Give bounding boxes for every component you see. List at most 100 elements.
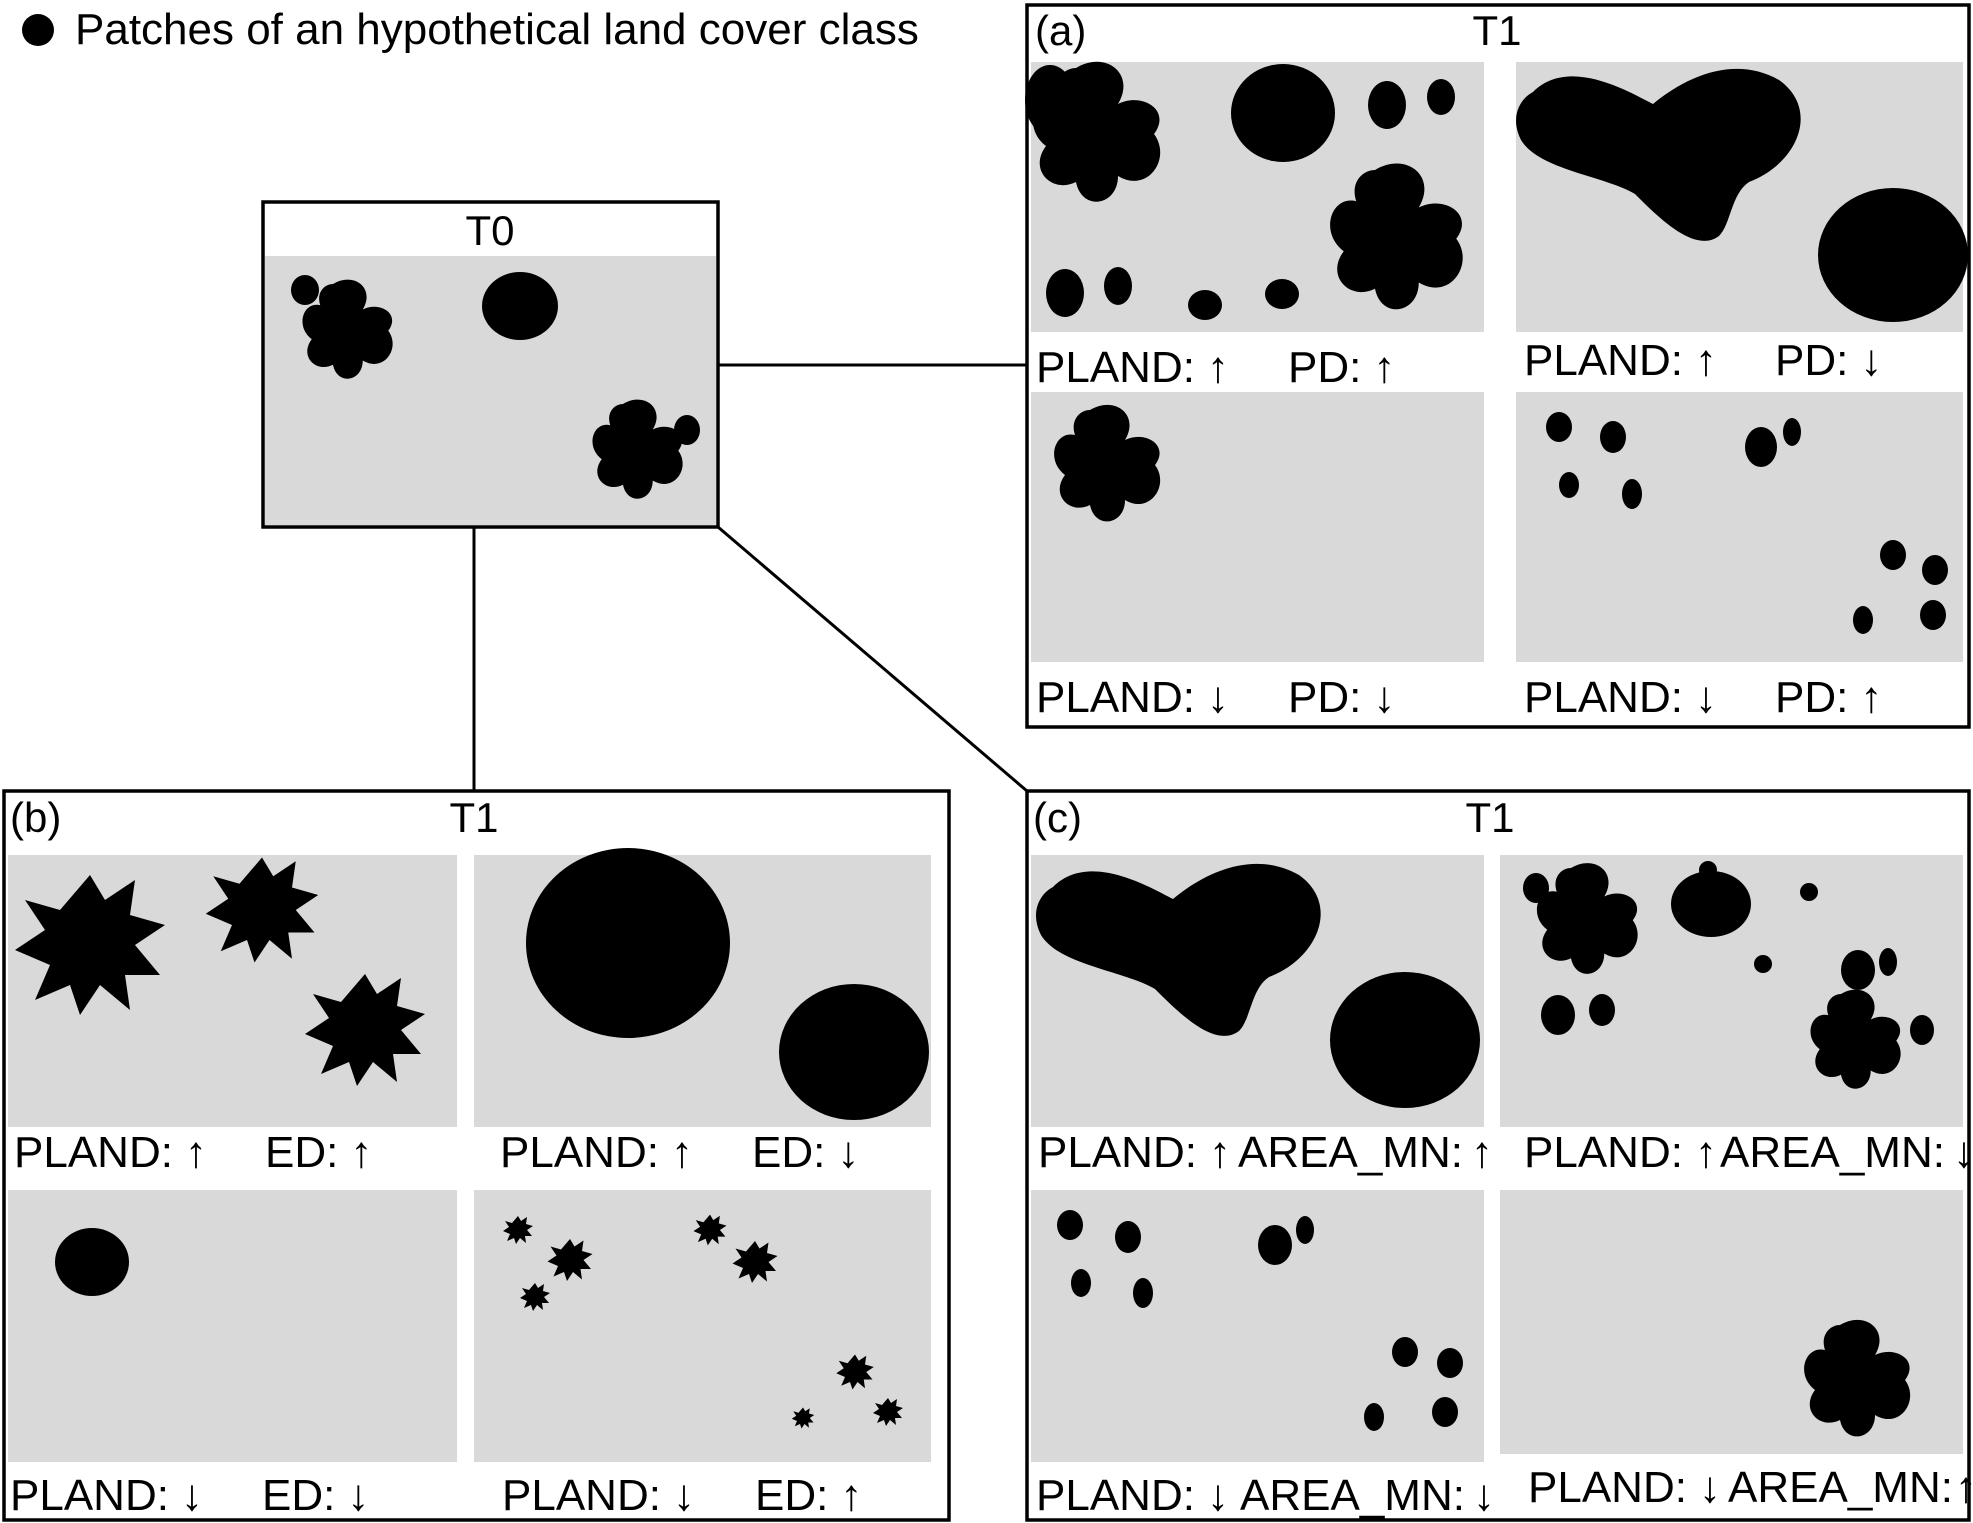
panel-b-title: T1 — [449, 794, 498, 841]
trend-arrow-icon: ↑ — [1695, 1128, 1717, 1177]
trend-arrow-icon: ↓ — [1207, 673, 1229, 722]
patch — [1841, 950, 1875, 990]
metric-label: ED: — [265, 1128, 338, 1177]
patch — [1880, 540, 1906, 570]
trend-arrow-icon: ↑ — [1207, 343, 1229, 392]
patch — [55, 1228, 129, 1296]
panel-a-map-4 — [1516, 392, 1963, 662]
patch — [1115, 1221, 1141, 1253]
trend-arrow-icon: ↓ — [837, 1128, 859, 1177]
svg-text:ED:↑: ED:↑ — [755, 1471, 862, 1520]
metric-label: ED: — [755, 1471, 828, 1520]
panel-b-map-3 — [8, 1190, 457, 1462]
patch — [1559, 472, 1579, 498]
patch — [1699, 861, 1717, 879]
trend-arrow-icon: ↓ — [1953, 1128, 1973, 1177]
patch — [1432, 1397, 1458, 1427]
patch — [1818, 188, 1968, 322]
patch — [1392, 1337, 1418, 1367]
legend-text: Patches of an hypothetical land cover cl… — [75, 5, 919, 54]
trend-arrow-icon: ↑ — [1955, 1463, 1973, 1512]
patch — [1589, 994, 1615, 1026]
metric-label: AREA_MN: — [1720, 1128, 1945, 1177]
patch — [1922, 555, 1948, 585]
pland-label: PLAND: — [1524, 1128, 1683, 1177]
metric-label: ED: — [262, 1471, 335, 1520]
trend-arrow-icon: ↓ — [1373, 673, 1395, 722]
pland-label: PLAND: — [1038, 1128, 1197, 1177]
metric-label: AREA_MN: — [1240, 1471, 1465, 1520]
patch — [1025, 65, 1075, 135]
svg-text:PD:↑: PD:↑ — [1775, 673, 1882, 722]
trend-arrow-icon: ↑ — [1373, 343, 1395, 392]
patch — [1057, 1210, 1083, 1240]
trend-arrow-icon: ↓ — [1207, 1471, 1229, 1520]
svg-text:PLAND:↓: PLAND:↓ — [1528, 1463, 1721, 1512]
trend-arrow-icon: ↓ — [1860, 336, 1882, 385]
svg-text:PLAND:↑: PLAND:↑ — [1524, 336, 1717, 385]
patch — [1296, 1216, 1314, 1244]
patch — [1523, 873, 1549, 903]
panel-b-letter: (b) — [10, 794, 61, 841]
svg-text:PD:↓: PD:↓ — [1288, 673, 1395, 722]
patch — [1046, 269, 1084, 317]
panel-c: (c) T1 PLAND:↑ AREA_MN:↑ PLAND:↑ AREA_MN… — [1025, 789, 1973, 1522]
patch — [291, 275, 319, 305]
trend-arrow-icon: ↑ — [671, 1128, 693, 1177]
panel-c-map-3 — [1031, 1190, 1484, 1462]
metric-label: AREA_MN: — [1238, 1128, 1463, 1177]
svg-text:PLAND:↑: PLAND:↑ — [1524, 1128, 1717, 1177]
pland-label: PLAND: — [1036, 673, 1195, 722]
metric-label: PD: — [1288, 343, 1361, 392]
svg-text:PLAND:↓: PLAND:↓ — [10, 1471, 203, 1520]
patch — [674, 415, 700, 445]
svg-text:ED:↓: ED:↓ — [752, 1128, 859, 1177]
patch — [1754, 955, 1772, 973]
patch — [1671, 871, 1751, 937]
trend-arrow-icon: ↓ — [1695, 673, 1717, 722]
pland-label: PLAND: — [500, 1128, 659, 1177]
svg-text:AREA_MN:↑: AREA_MN:↑ — [1728, 1463, 1973, 1512]
patch — [1600, 421, 1626, 453]
panel-a-title: T1 — [1472, 7, 1521, 54]
patch — [1258, 1225, 1292, 1265]
pland-label: PLAND: — [1524, 336, 1683, 385]
patch — [1330, 972, 1480, 1108]
t0-title: T0 — [465, 207, 514, 254]
patch — [1622, 479, 1642, 509]
connector-t0-to-c — [717, 525, 1028, 793]
trend-arrow-icon: ↑ — [1209, 1128, 1231, 1177]
patch — [1541, 995, 1575, 1035]
patch — [779, 984, 929, 1120]
pland-label: PLAND: — [1036, 343, 1195, 392]
svg-text:PLAND:↑: PLAND:↑ — [1036, 343, 1229, 392]
panel-a: (a) T1 PLAND:↑ PD:↑ PLAND:↑ PD:↓ PLAND:↓… — [1025, 3, 1971, 729]
metric-label: PD: — [1775, 673, 1848, 722]
svg-text:PLAND:↑: PLAND:↑ — [1038, 1128, 1231, 1177]
trend-arrow-icon: ↑ — [350, 1128, 372, 1177]
panel-c-title: T1 — [1465, 794, 1514, 841]
svg-text:PLAND:↓: PLAND:↓ — [1524, 673, 1717, 722]
patch — [1265, 279, 1299, 309]
metric-label: PD: — [1775, 336, 1848, 385]
panel-b: (b) T1 PLAND:↑ ED:↑ PLAND:↑ ED:↓ PLAND:↓… — [2, 789, 951, 1522]
patch — [1546, 412, 1572, 442]
pland-label: PLAND: — [1036, 1471, 1195, 1520]
svg-text:ED:↑: ED:↑ — [265, 1128, 372, 1177]
patch — [1104, 267, 1132, 305]
patch — [1800, 883, 1818, 901]
patch — [526, 848, 730, 1038]
svg-text:ED:↓: ED:↓ — [262, 1471, 369, 1520]
svg-text:PD:↓: PD:↓ — [1775, 336, 1882, 385]
patch — [1368, 81, 1406, 129]
pland-label: PLAND: — [1524, 673, 1683, 722]
metric-label: AREA_MN: — [1728, 1463, 1953, 1512]
patch — [1188, 290, 1222, 320]
patch — [1920, 600, 1946, 630]
patch — [1910, 1015, 1934, 1045]
pland-label: PLAND: — [1528, 1463, 1687, 1512]
patch — [1853, 606, 1873, 634]
panel-c-letter: (c) — [1033, 794, 1082, 841]
trend-arrow-icon: ↑ — [1695, 336, 1717, 385]
